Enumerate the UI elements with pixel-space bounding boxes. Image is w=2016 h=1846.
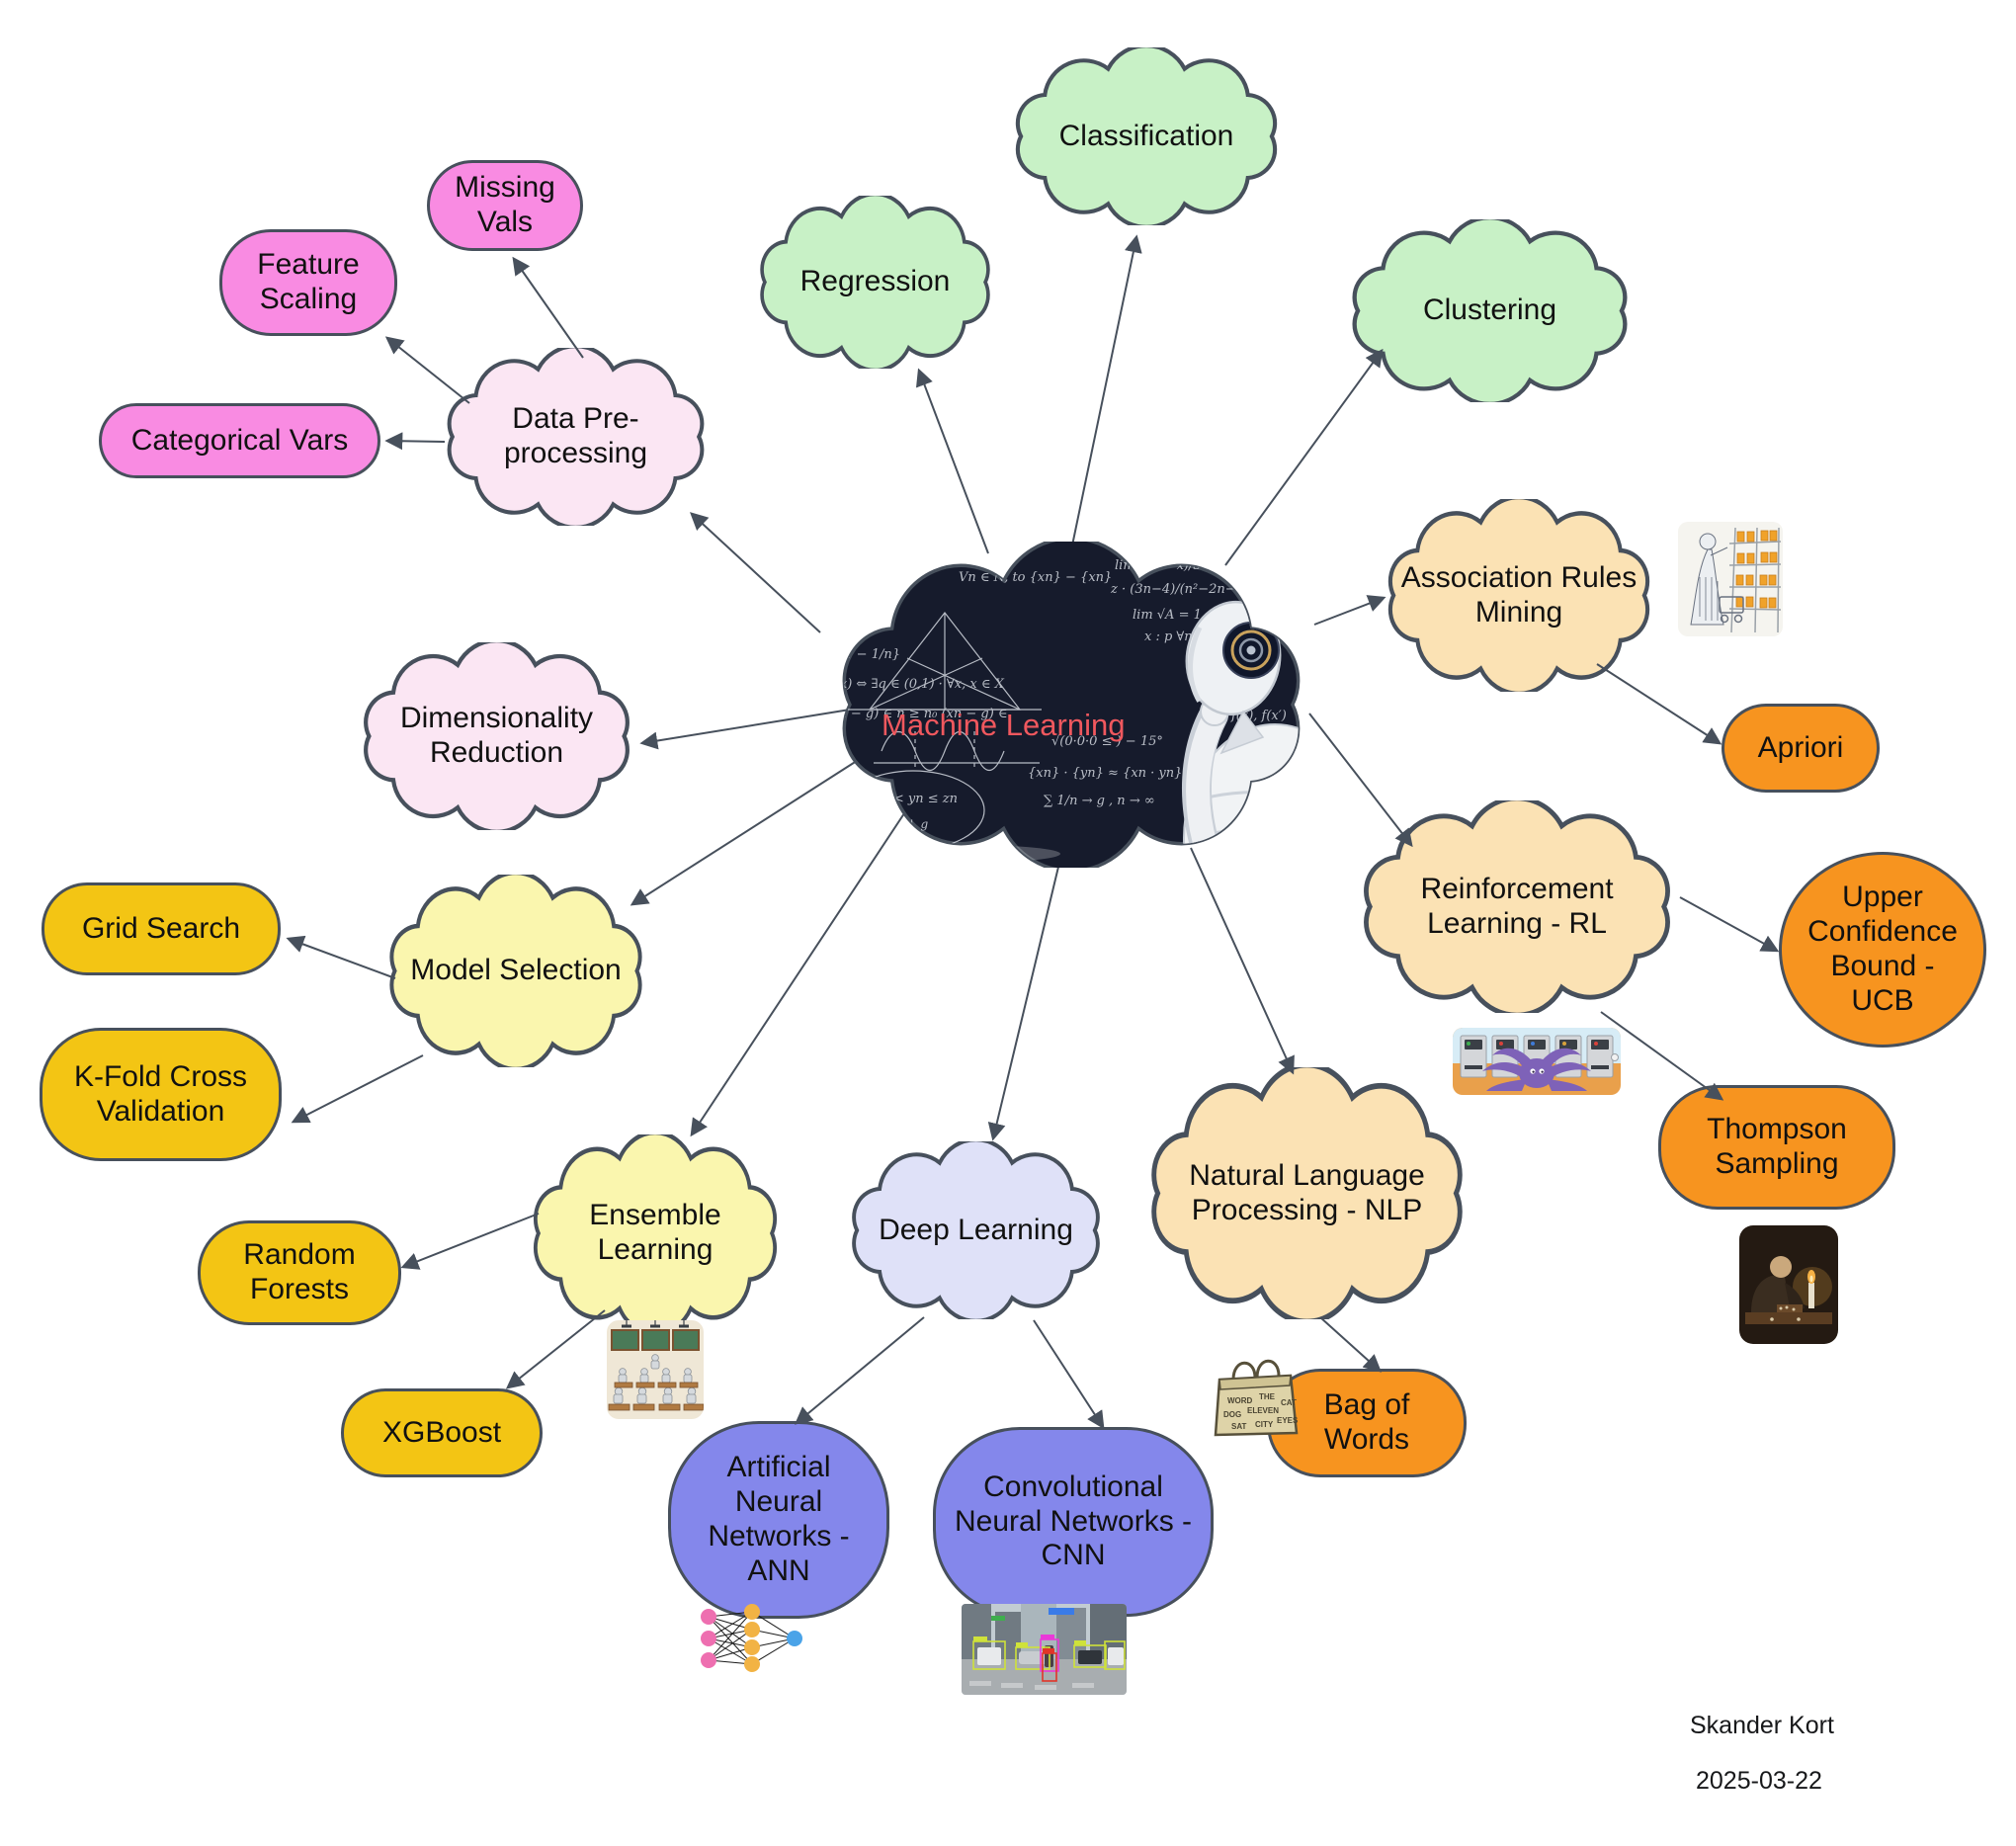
- node-label: Upper Confidence Bound - UCB: [1807, 881, 1958, 1017]
- node-label: Association Rules Mining: [1400, 560, 1638, 629]
- node-dimensionality-reduction[interactable]: Dimensionality Reduction: [351, 642, 642, 830]
- cnn-image: [962, 1604, 1127, 1695]
- node-association-rules-mining[interactable]: Association Rules Mining: [1376, 499, 1662, 692]
- svg-text:SAT: SAT: [1231, 1422, 1247, 1431]
- svg-text:ELEVEN: ELEVEN: [1247, 1406, 1279, 1415]
- arrow-rl-ucb: [1679, 896, 1780, 953]
- svg-text:(xn − g) ∈ n ≥ n₀ (xn − g) ∈: (xn − g) ∈ n ≥ n₀ (xn − g) ∈: [826, 707, 1008, 721]
- node-label: XGBoost: [381, 1415, 502, 1449]
- svg-text:{xn} · {yn} ≈ {xn · yn} : 13: {xn} · {yn} ≈ {xn · yn} : 13: [1028, 766, 1212, 781]
- node-apriori[interactable]: Apriori: [1722, 704, 1880, 793]
- svg-text:WORD: WORD: [1227, 1396, 1253, 1405]
- node-ucb[interactable]: Upper Confidence Bound - UCB: [1779, 852, 1986, 1048]
- node-label: Natural Language Processing - NLP: [1189, 1158, 1425, 1226]
- node-label: Grid Search: [81, 911, 241, 945]
- node-data-preprocessing[interactable]: Data Pre-processing: [435, 348, 716, 526]
- arrow-center-association: [1313, 595, 1386, 626]
- node-label: Deep Learning: [879, 1213, 1073, 1246]
- robot-classroom-illustration: [607, 1320, 704, 1419]
- node-clustering[interactable]: Clustering: [1339, 219, 1640, 402]
- svg-text:DOG: DOG: [1223, 1410, 1241, 1419]
- node-label: Ensemble Learning: [589, 1199, 721, 1266]
- node-missing-vals[interactable]: Missing Vals: [427, 160, 583, 251]
- object-detection-street: [962, 1604, 1127, 1695]
- node-label: Classification: [1058, 119, 1234, 152]
- node-thompson-sampling[interactable]: Thompson Sampling: [1658, 1085, 1895, 1210]
- svg-text:Vn ∈ N, to {xn} − {xn}: Vn ∈ N, to {xn} − {xn}: [959, 570, 1112, 585]
- association-rules-image: [1678, 522, 1783, 636]
- machine-learning-cloud-image: Vn ∈ N, to {xn} − {xn} lim (n² − x)/3 z …: [826, 542, 1301, 868]
- node-label: K-Fold Cross Validation: [73, 1059, 248, 1128]
- svg-text:√(0·0·0 ≤ ) − 15°: √(0·0·0 ≤ ) − 15°: [1051, 734, 1163, 749]
- node-feature-scaling[interactable]: Feature Scaling: [219, 229, 397, 336]
- octopus-bandits-illustration: [1453, 1028, 1621, 1095]
- candlelit-gambler-illustration: [1739, 1225, 1838, 1344]
- node-label: Thompson Sampling: [1707, 1113, 1847, 1180]
- node-label: Data Pre-processing: [503, 402, 648, 469]
- node-label: Model Selection: [410, 954, 622, 987]
- node-label: Random Forests: [243, 1238, 356, 1305]
- node-label: Convolutional Neural Networks - CNN: [954, 1469, 1193, 1572]
- arrow-center-classification: [1071, 234, 1142, 546]
- node-machine-learning[interactable]: Vn ∈ N, to {xn} − {xn} lim (n² − x)/3 z …: [818, 542, 1324, 868]
- svg-text:THE: THE: [1259, 1392, 1276, 1401]
- node-label: Apriori: [1757, 730, 1844, 764]
- node-label: Clustering: [1422, 294, 1557, 327]
- neural-net-diagram: [701, 1604, 802, 1672]
- node-label: Missing Vals: [455, 171, 555, 238]
- arrow-center-nlp: [1190, 847, 1295, 1075]
- node-categorical-vars[interactable]: Categorical Vars: [99, 403, 380, 478]
- node-classification[interactable]: Classification: [1003, 47, 1290, 225]
- svg-text:CAT: CAT: [1281, 1398, 1297, 1407]
- arrow-dl-ann: [794, 1316, 925, 1425]
- ensemble-learning-image: [607, 1320, 704, 1419]
- node-xgboost[interactable]: XGBoost: [341, 1388, 543, 1477]
- node-bag-of-words[interactable]: Bag of Words: [1267, 1369, 1467, 1477]
- center-title: Machine Learning: [882, 708, 1125, 742]
- node-label: Feature Scaling: [257, 248, 360, 315]
- arrow-dl-cnn: [1033, 1319, 1105, 1430]
- node-cnn[interactable]: Convolutional Neural Networks - CNN: [933, 1427, 1214, 1617]
- node-regression[interactable]: Regression: [749, 196, 1001, 369]
- arrow-el-randomforests: [400, 1213, 540, 1270]
- arrow-center-datapreprocessing: [690, 512, 821, 633]
- thompson-sampling-image: [1739, 1225, 1838, 1344]
- node-nlp[interactable]: Natural Language Processing - NLP: [1136, 1067, 1477, 1319]
- svg-text:EYES: EYES: [1277, 1416, 1299, 1425]
- shopper-illustration: [1678, 522, 1783, 636]
- arrow-nlp-bagofwords: [1319, 1316, 1383, 1373]
- node-random-forests[interactable]: Random Forests: [198, 1220, 401, 1325]
- robot-illustration: [1181, 600, 1299, 868]
- arrow-center-regression: [915, 368, 989, 554]
- node-deep-learning[interactable]: Deep Learning: [840, 1141, 1112, 1319]
- node-ann[interactable]: Artificial Neural Networks - ANN: [668, 1421, 889, 1619]
- svg-text:{1 − 1/n}: {1 − 1/n}: [836, 647, 900, 662]
- svg-text:f(x) ⇔ ∃q ∈ (0,1) · ∀x, x ∈ X: f(x) ⇔ ∃q ∈ (0,1) · ∀x, x ∈ X: [829, 677, 1005, 692]
- node-label: Artificial Neural Networks - ANN: [708, 1451, 850, 1587]
- node-ensemble-learning[interactable]: Ensemble Learning: [522, 1134, 789, 1332]
- node-reinforcement-learning[interactable]: Reinforcement Learning - RL: [1349, 800, 1685, 1013]
- svg-text:CITY: CITY: [1255, 1420, 1274, 1429]
- node-label: Reinforcement Learning - RL: [1420, 872, 1614, 940]
- reinforcement-learning-image: [1453, 1028, 1621, 1095]
- ann-image: [695, 1604, 807, 1673]
- map-date: 2025-03-22: [1696, 1767, 1822, 1795]
- node-grid-search[interactable]: Grid Search: [42, 882, 281, 975]
- node-kfold-cross-validation[interactable]: K-Fold Cross Validation: [40, 1028, 282, 1161]
- svg-text:z · (3n−4)/(n²−2n−2): z · (3n−4)/(n²−2n−2): [1110, 582, 1249, 597]
- node-label: Dimensionality Reduction: [399, 702, 594, 769]
- svg-text:∑ 1/n → g , n → ∞: ∑ 1/n → g , n → ∞: [1044, 794, 1155, 808]
- svg-text:n→∞ ↓ g: n→∞ ↓ g: [876, 817, 928, 831]
- node-label: Categorical Vars: [130, 423, 349, 457]
- svg-text:xn < yn ≤ zn: xn < yn ≤ zn: [874, 792, 958, 806]
- arrow-dp-missingvals: [512, 256, 584, 359]
- arrow-center-deeplearning: [987, 837, 1066, 1141]
- node-label: Bag of Words: [1323, 1388, 1410, 1456]
- author-name: Skander Kort: [1690, 1712, 1834, 1739]
- node-label: Regression: [799, 265, 951, 298]
- node-model-selection[interactable]: Model Selection: [378, 875, 654, 1067]
